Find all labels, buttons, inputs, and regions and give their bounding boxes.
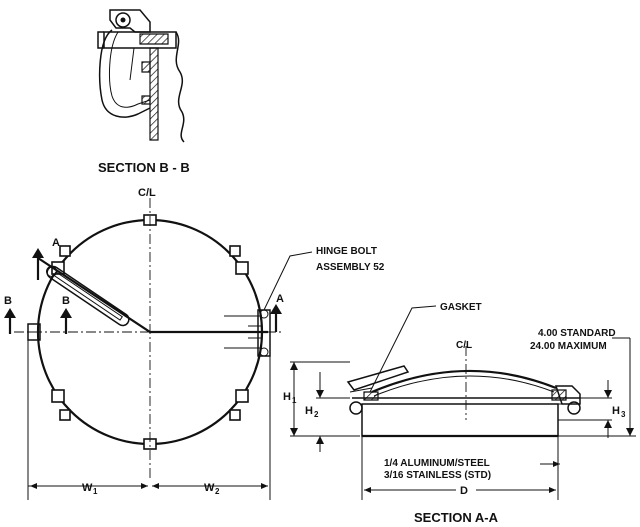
- hinge-eye: [115, 12, 131, 28]
- gasket-left: [363, 391, 379, 401]
- cut-arrow-a-right: [270, 304, 282, 332]
- hinge-eye-section: [567, 401, 581, 415]
- centerline-label-section: C/L: [456, 340, 472, 351]
- handle-loop-inner: [109, 31, 151, 108]
- cut-label-b-inner: B: [62, 295, 70, 307]
- w1-dimension-label: W 1: [82, 482, 98, 496]
- cut-label-a-right: A: [276, 293, 284, 305]
- hinge-bolt-label-2: ASSEMBLY 52: [316, 262, 385, 273]
- section-bb-detail: [97, 9, 185, 143]
- domed-cover: [371, 369, 557, 394]
- bracket-left: [97, 31, 104, 49]
- h3-label: H 3: [612, 405, 626, 419]
- svg-text:2: 2: [215, 487, 220, 496]
- cut-arrow-b-inner: [60, 308, 72, 334]
- hinge-section: [554, 385, 581, 405]
- cut-label-a-upper: A: [52, 237, 60, 249]
- plan-view: [4, 198, 313, 500]
- height-note-2: 24.00 MAXIMUM: [530, 341, 607, 352]
- svg-text:H: H: [305, 405, 313, 417]
- wall-hatch: [149, 47, 159, 141]
- svg-text:H: H: [612, 405, 620, 417]
- h2-label: H 2: [305, 405, 319, 419]
- cut-arrow-a-upper: [32, 248, 44, 280]
- svg-text:1: 1: [93, 487, 98, 496]
- break-line: [175, 31, 185, 143]
- section-line-aa: [37, 257, 268, 334]
- svg-text:W: W: [204, 482, 215, 494]
- hinge-bolt-leader: [263, 251, 313, 311]
- hinge-pin: [120, 17, 126, 23]
- wall-hatch-small-2: [141, 95, 151, 105]
- svg-text:H: H: [283, 391, 291, 403]
- svg-text:1: 1: [292, 396, 297, 405]
- hinge-assembly-plan: [224, 309, 271, 357]
- handle-stem: [129, 47, 135, 81]
- domed-cover-inner: [373, 375, 555, 397]
- width-dimensions: [27, 340, 271, 500]
- cut-label-b-left: B: [4, 295, 12, 307]
- rim-flange: [103, 31, 177, 49]
- handle-section-grip: [349, 387, 373, 393]
- handle-section: [346, 365, 410, 391]
- svg-text:3: 3: [621, 410, 626, 419]
- left-eye-section: [349, 401, 363, 415]
- handle-plan: [46, 265, 130, 327]
- gasket-hatch-top: [139, 33, 169, 45]
- left-lug: [27, 323, 41, 341]
- section-aa-view: [290, 305, 636, 500]
- gasket-label: GASKET: [440, 302, 482, 313]
- svg-text:W: W: [82, 482, 93, 494]
- section-bb-label: SECTION B - B: [98, 160, 190, 175]
- hinge-bolt-label-1: HINGE BOLT: [316, 246, 377, 257]
- gasket-leader: [369, 305, 437, 393]
- centerline-label-plan: C/L: [138, 187, 156, 199]
- section-aa-label: SECTION A-A: [414, 510, 499, 525]
- material-label-1: 1/4 ALUMINUM/STEEL: [384, 458, 490, 469]
- material-label-2: 3/16 STAINLESS (STD): [384, 470, 491, 481]
- wall-hatch-small: [141, 61, 151, 73]
- svg-text:2: 2: [314, 410, 319, 419]
- handle-loop: [98, 29, 151, 118]
- cut-arrow-b-left: [4, 308, 16, 334]
- d-dimension-label: D: [460, 485, 468, 497]
- collar-body: [361, 403, 559, 437]
- height-note-1: 4.00 STANDARD: [538, 328, 616, 339]
- w2-dimension-label: W 2: [204, 482, 220, 496]
- h1-label: H 1: [283, 391, 297, 405]
